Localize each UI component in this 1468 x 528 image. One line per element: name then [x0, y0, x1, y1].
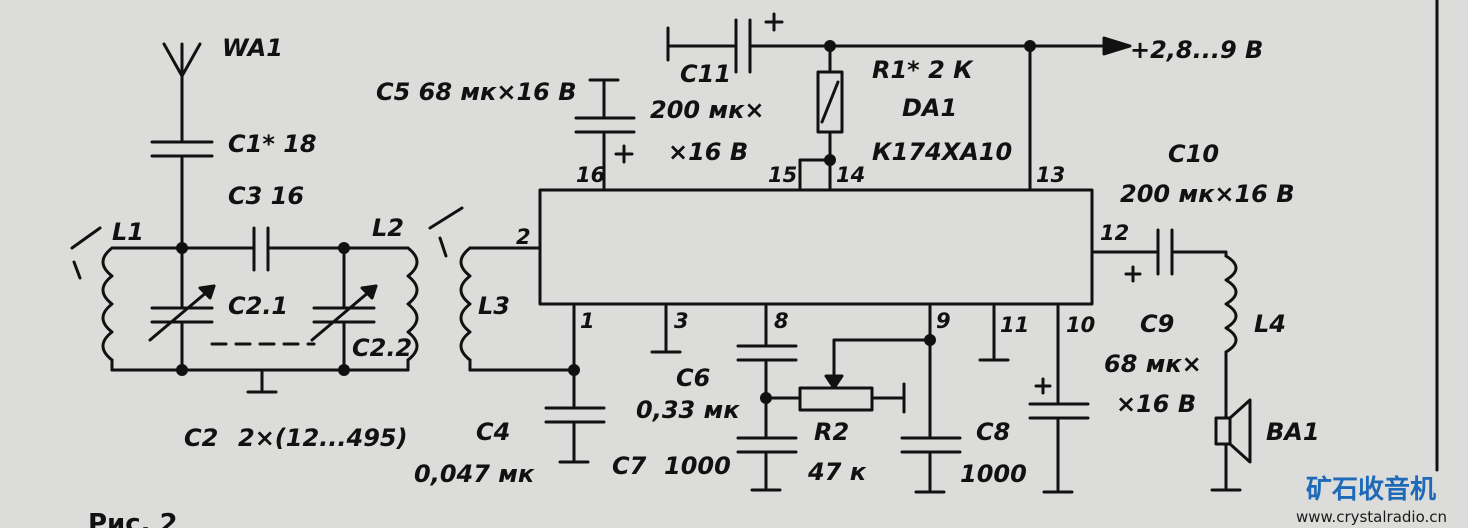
l1-tuning-mark	[70, 226, 102, 280]
pin-14: 14	[836, 163, 865, 187]
inductor-l3	[459, 246, 576, 372]
supply-arrow	[1028, 36, 1132, 56]
pin-10: 10	[1066, 313, 1095, 337]
label-c1: C1* 18	[228, 130, 317, 158]
label-da1: DA1	[902, 94, 957, 122]
pin-12: 12	[1100, 221, 1129, 245]
label-c9-value-2: ×16 В	[1116, 390, 1196, 418]
inductor-l1	[101, 246, 184, 372]
label-c8-value: 1000	[960, 460, 1027, 488]
label-c8: C8	[976, 418, 1010, 446]
resistor-r1	[816, 44, 844, 162]
pin-1: 1	[580, 309, 595, 333]
label-c11-value-2: ×16 В	[668, 138, 748, 166]
variable-capacitor-c2-2	[310, 246, 378, 372]
label-l3: L3	[478, 292, 510, 320]
capacitor-c9	[1028, 302, 1090, 494]
label-c11: C11	[680, 60, 731, 88]
label-c2-1: C2.1	[228, 292, 288, 320]
label-c2-2: C2.2	[352, 334, 412, 362]
junction-dot	[568, 364, 580, 376]
label-l1: L1	[112, 218, 144, 246]
junction-dot	[824, 154, 836, 166]
c5-plus-sign	[614, 144, 634, 164]
label-c7: C7	[612, 452, 647, 480]
label-r2-value: 47 к	[807, 458, 867, 486]
label-c7-value: 1000	[664, 452, 731, 480]
capacitor-c3	[180, 226, 346, 272]
capacitor-c7	[736, 436, 798, 492]
junction-dot	[338, 364, 350, 376]
label-c2-value: 2×(12...495)	[238, 424, 408, 452]
capacitor-c10	[1090, 228, 1228, 283]
ic-da1-body	[538, 188, 1094, 306]
label-c4: C4	[476, 418, 510, 446]
watermark-site-name: 矿石收音机	[1306, 474, 1436, 505]
pin-16: 16	[576, 163, 605, 187]
junction-dot	[176, 242, 188, 254]
pin-2: 2	[516, 225, 531, 249]
pin3-ground	[650, 302, 682, 354]
inductor-l2	[342, 246, 419, 372]
label-wa1: WA1	[222, 34, 283, 62]
junction-dot	[760, 392, 772, 404]
label-c3: C3 16	[228, 182, 304, 210]
label-da1-part: К174ХА10	[872, 138, 1012, 166]
label-l4: L4	[1254, 310, 1286, 338]
l2-tuning-mark	[428, 206, 464, 258]
junction-dot	[924, 334, 936, 346]
pin-8: 8	[774, 309, 789, 333]
junction-dot	[176, 364, 188, 376]
label-c10: C10	[1168, 140, 1219, 168]
antenna-wa1	[162, 42, 202, 144]
label-r1: R1* 2 К	[872, 56, 974, 84]
inductor-l4	[1224, 250, 1238, 420]
capacitor-c8	[900, 436, 962, 494]
label-c2: C2	[184, 424, 218, 452]
label-c5: C5 68 мк×16 В	[376, 78, 576, 106]
junction-dot	[338, 242, 350, 254]
capacitor-c11	[666, 12, 1032, 74]
label-l2: L2	[372, 214, 404, 242]
label-r2: R2	[814, 418, 849, 446]
pin-13: 13	[1036, 163, 1065, 187]
label-c6: C6	[676, 364, 710, 392]
pin-15: 15	[768, 163, 797, 187]
label-c9-value-1: 68 мк×	[1104, 350, 1202, 378]
capacitor-c5	[574, 78, 636, 192]
resistor-r2	[764, 382, 906, 414]
label-ba1: ВА1	[1266, 418, 1320, 446]
pins-15-14	[798, 158, 832, 192]
capacitor-c4	[544, 302, 606, 464]
label-c4-value: 0,047 мк	[414, 460, 535, 488]
variable-capacitor-c2-1	[148, 246, 216, 372]
pin-3: 3	[674, 309, 689, 333]
label-c6-value: 0,33 мк	[636, 396, 740, 424]
capacitor-c1	[150, 140, 214, 250]
pin-9: 9	[936, 309, 951, 333]
pin9-network	[824, 302, 932, 440]
watermark-url: www.crystalradio.cn	[1296, 508, 1447, 526]
label-supply-voltage: +2,8...9 В	[1130, 36, 1263, 64]
label-c10-value: 200 мк×16 В	[1120, 180, 1295, 208]
figure-caption: Рис. 2	[88, 509, 178, 528]
pin11-ground	[978, 302, 1010, 362]
speaker-ba1	[1210, 398, 1252, 492]
pin-11: 11	[1000, 313, 1029, 337]
label-c11-value-1: 200 мк×	[650, 96, 764, 124]
label-c9: C9	[1140, 310, 1174, 338]
tuner-ground	[180, 368, 346, 394]
